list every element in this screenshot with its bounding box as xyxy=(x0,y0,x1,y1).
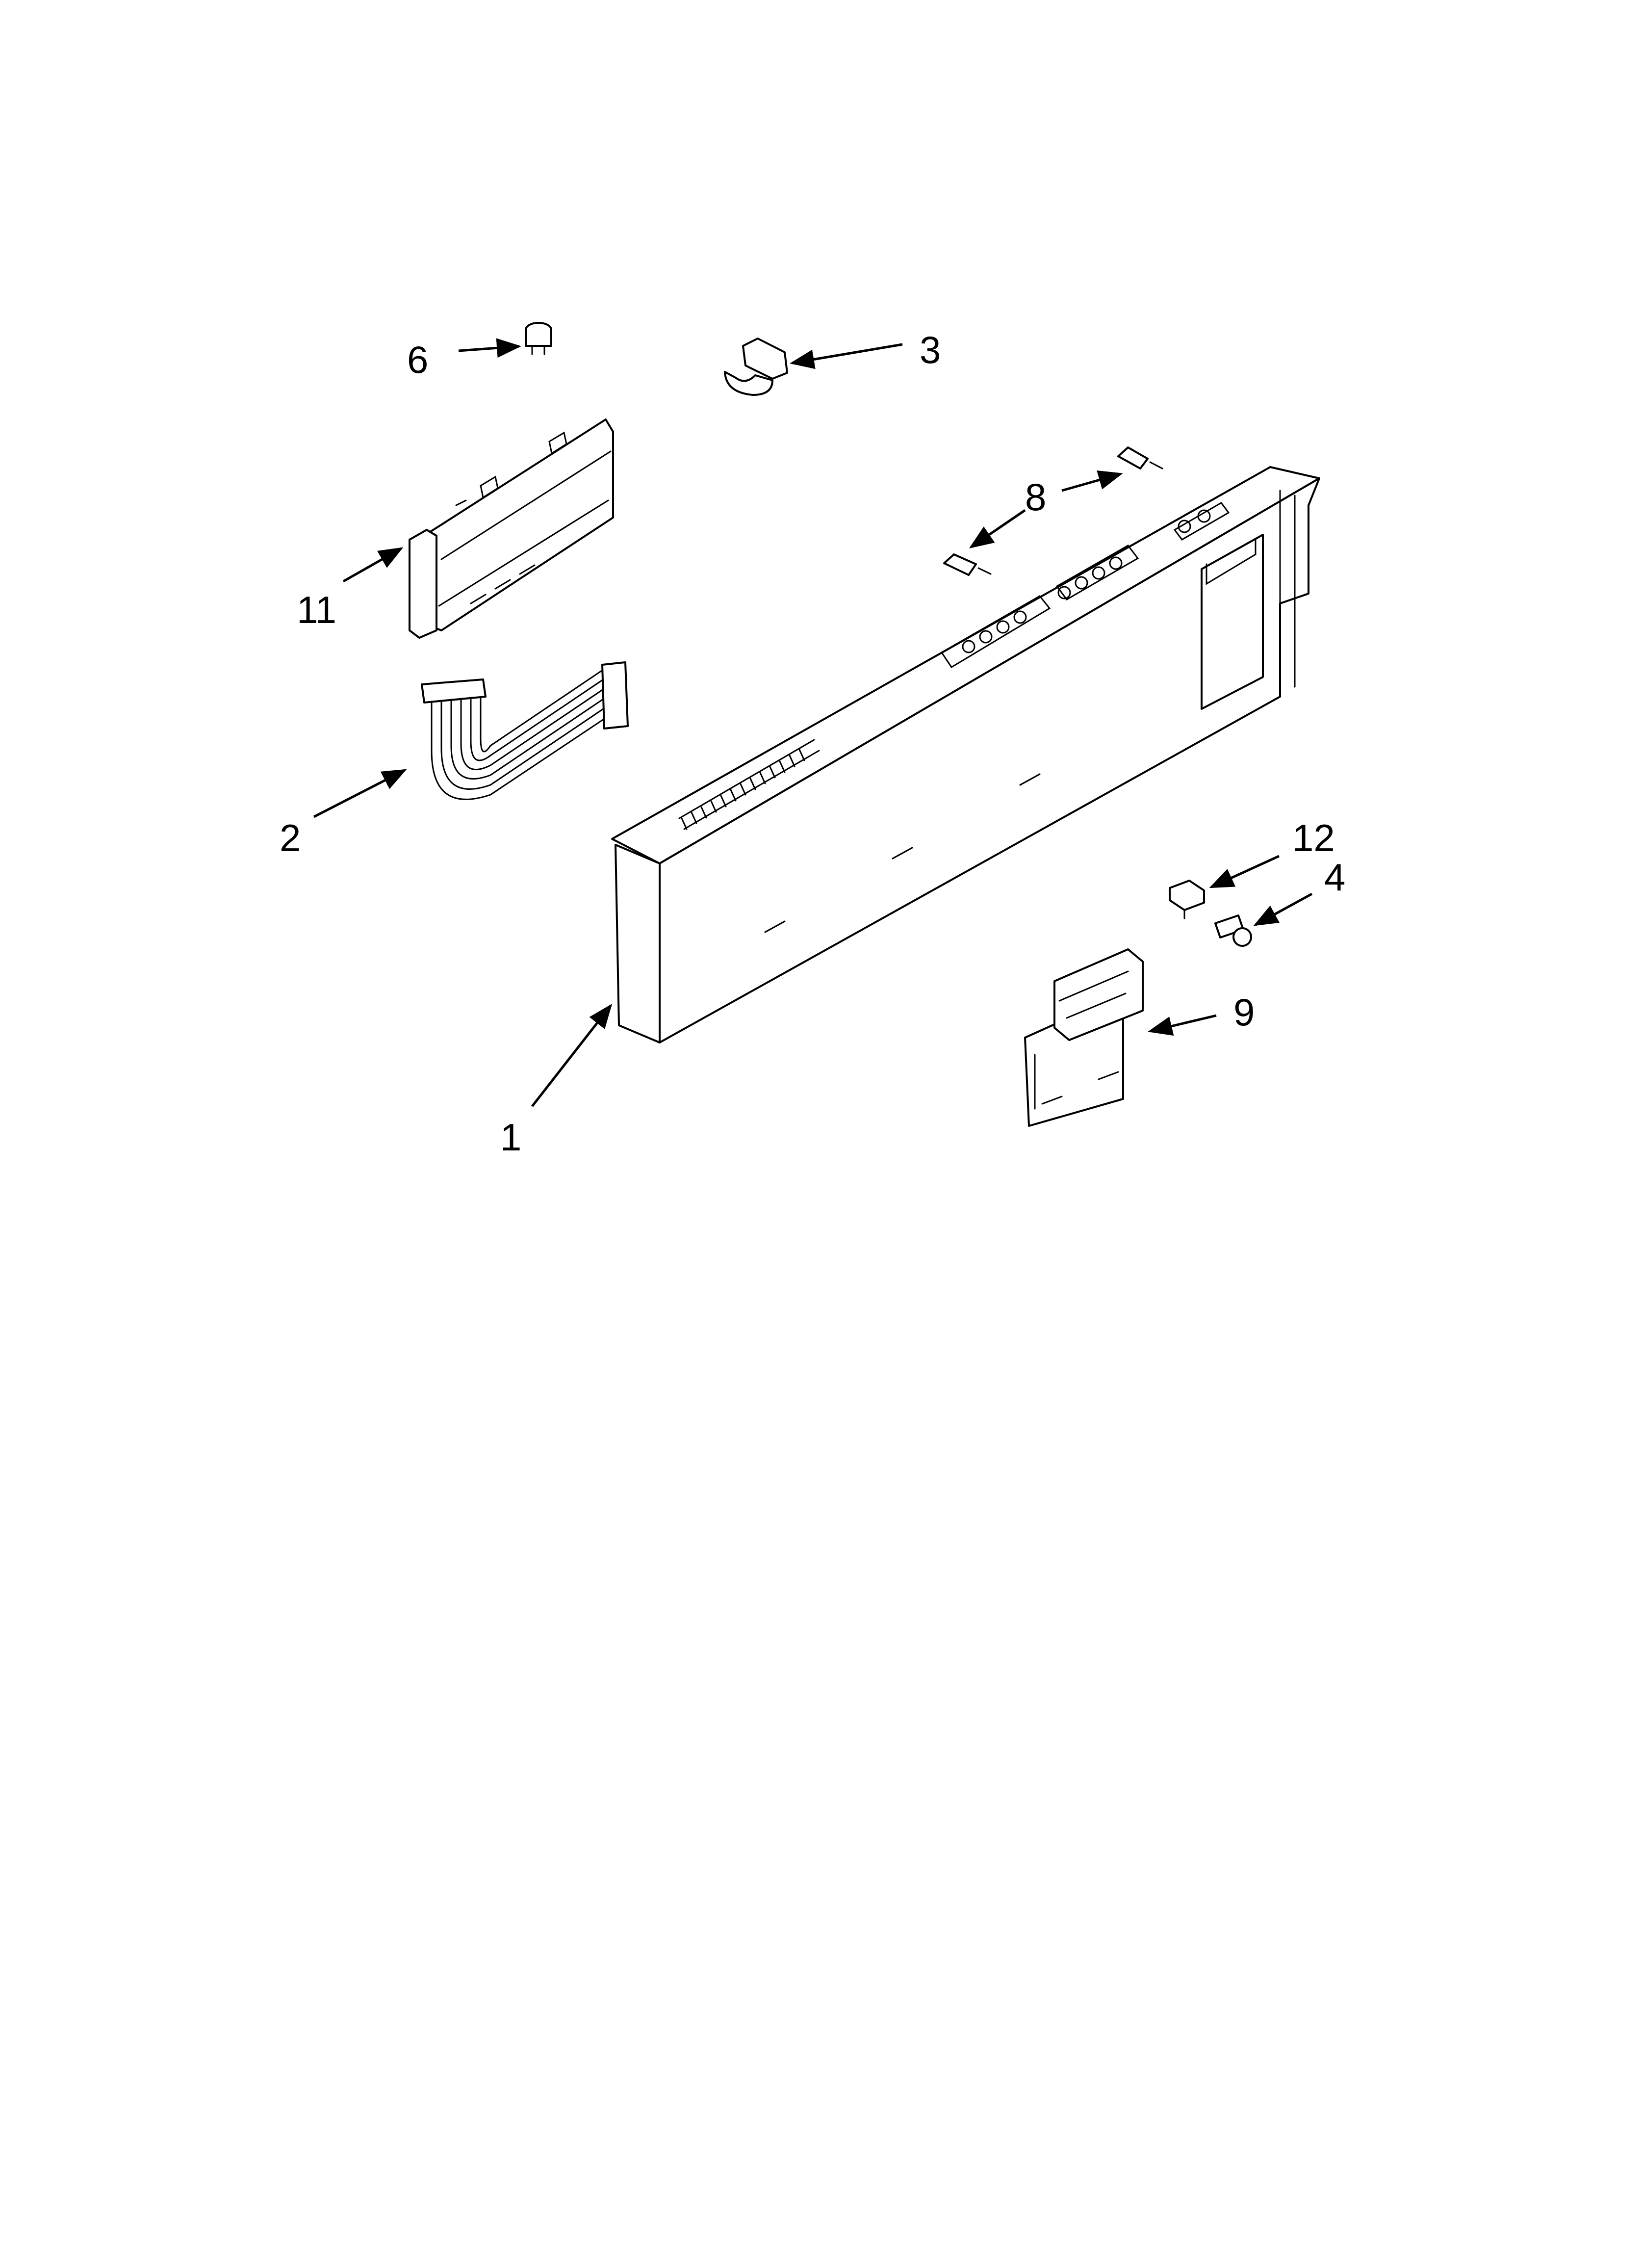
part-11-control-board xyxy=(409,418,614,639)
leader-11 xyxy=(342,547,404,583)
callout-8: 8 xyxy=(1025,475,1046,519)
control-buttons xyxy=(962,509,1211,653)
callout-2: 2 xyxy=(280,816,301,860)
callout-4: 4 xyxy=(1324,856,1345,899)
part-9-latch xyxy=(1024,948,1144,1127)
part-2-wire-harness xyxy=(421,661,629,800)
leader-12 xyxy=(1209,855,1280,888)
leader-2 xyxy=(313,769,407,818)
callout-3: 3 xyxy=(920,328,941,371)
part-1-control-panel xyxy=(611,466,1320,1043)
vent-slots xyxy=(678,739,820,830)
callout-9: 9 xyxy=(1233,991,1255,1034)
callout-12: 12 xyxy=(1292,816,1335,860)
leader-8-upper xyxy=(1061,470,1123,492)
part-6-button-cap xyxy=(525,322,552,355)
part-12-small-clip xyxy=(1169,880,1205,919)
leader-1 xyxy=(531,1004,613,1107)
part-8-screws xyxy=(943,446,1163,576)
leader-lines xyxy=(313,338,1313,1107)
callout-6: 6 xyxy=(407,338,428,381)
part-3-clip xyxy=(724,338,788,396)
leader-8-lower xyxy=(969,509,1026,548)
leader-9 xyxy=(1148,1014,1217,1036)
leader-4 xyxy=(1253,892,1313,926)
leader-3 xyxy=(790,343,903,369)
leader-6 xyxy=(458,338,521,358)
callout-11: 11 xyxy=(297,588,336,631)
callout-1: 1 xyxy=(500,1116,521,1159)
callout-labels: 6 3 8 11 2 12 4 9 1 xyxy=(280,328,1345,1159)
part-4-screw xyxy=(1214,914,1252,947)
